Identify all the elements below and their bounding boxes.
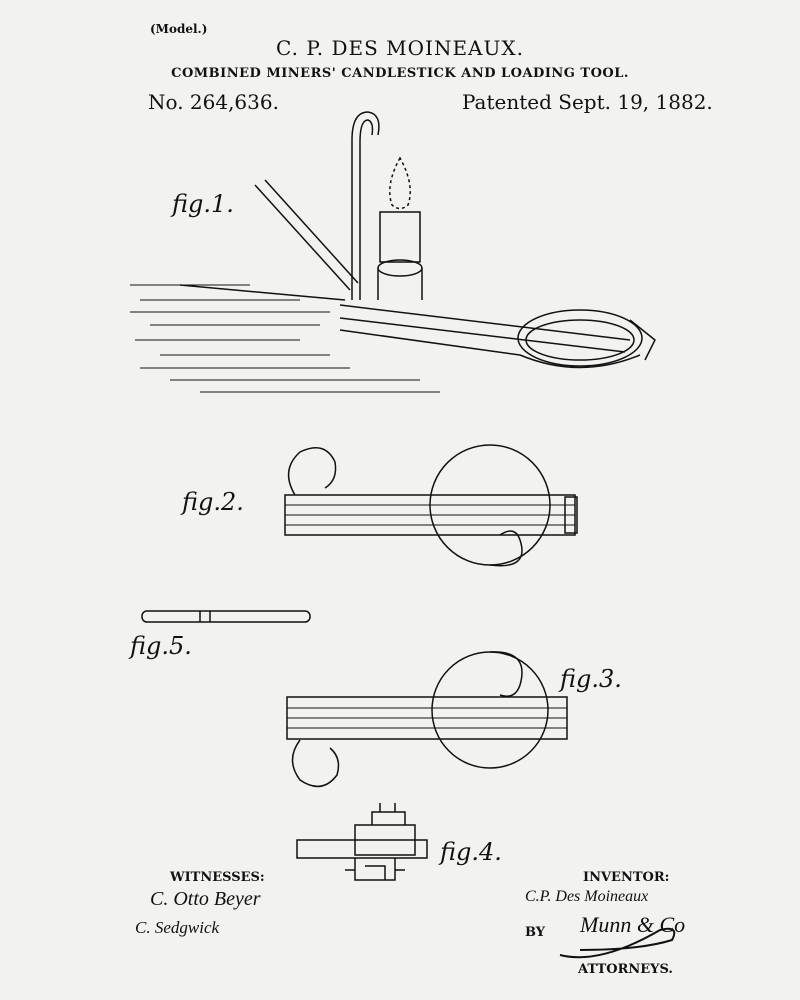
- attorney-signature: Munn & Co: [580, 912, 686, 937]
- patent-number: No. 264,636.: [148, 90, 279, 114]
- by-label: BY: [525, 925, 546, 940]
- signature-flourish: [559, 927, 676, 959]
- attorneys-label: ATTORNEYS.: [578, 962, 673, 977]
- patent-date: Patented Sept. 19, 1882.: [462, 90, 713, 114]
- inventor-name: C. P. DES MOINEAUX.: [276, 36, 524, 60]
- inventor-label: INVENTOR:: [583, 870, 670, 885]
- fig-5-label: fig.5.: [130, 632, 192, 660]
- inventor-signature: C.P. Des Moineaux: [525, 888, 649, 905]
- witness-signature-2: C. Sedgwick: [135, 918, 220, 937]
- fig-4-label: fig.4.: [440, 838, 502, 866]
- figure-2-drawing: [284, 444, 578, 567]
- fig-2-label: fig.2.: [182, 488, 244, 516]
- fig-1-label: fig.1.: [172, 190, 234, 218]
- figure-1-drawing: [130, 111, 656, 393]
- patent-title: COMBINED MINERS' CANDLESTICK AND LOADING…: [171, 66, 629, 81]
- fig-3-label: fig.3.: [560, 665, 622, 693]
- witness-signature-1: C. Otto Beyer: [150, 888, 261, 910]
- figure-3-drawing: [286, 651, 568, 788]
- figure-4-drawing: [296, 803, 428, 881]
- model-note: (Model.): [150, 22, 208, 36]
- figure-5-drawing: [141, 610, 311, 623]
- witnesses-label: WITNESSES:: [170, 870, 265, 885]
